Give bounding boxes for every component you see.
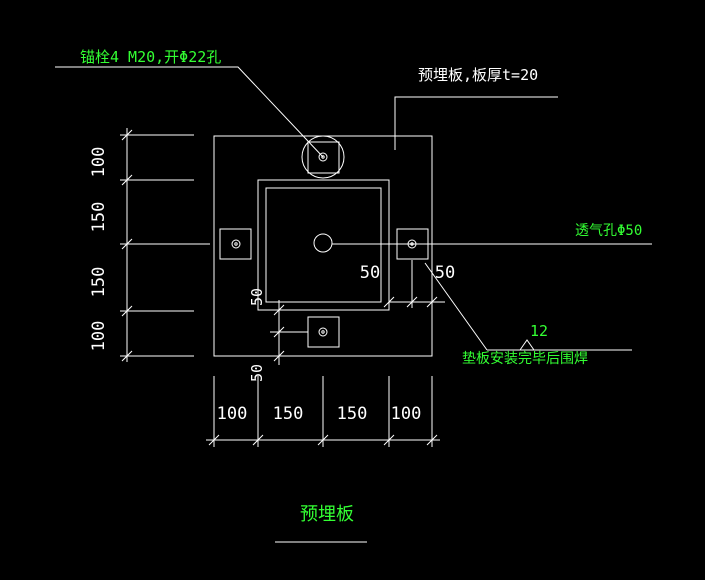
- anchor-bolt-leader: [55, 66, 324, 158]
- left-dim-3: 150: [89, 267, 109, 298]
- right-offset-a: 50: [360, 263, 380, 283]
- anchor-bolt-callout: 锚栓4 M20,开Φ22孔: [80, 48, 221, 66]
- backing-plate-inner: [265, 187, 382, 303]
- anchor-bolt-top: [301, 135, 345, 179]
- bottom-offset-dimension: [270, 300, 308, 365]
- weld-size-label: 12: [530, 322, 548, 340]
- right-offset-b: 50: [435, 263, 455, 283]
- bottom-offset-a: 50: [248, 288, 266, 306]
- bottom-dim-4: 100: [391, 404, 422, 424]
- drawing-title: 预埋板: [300, 504, 354, 525]
- embedded-plate-outline: [213, 135, 433, 357]
- anchor-bolt-right: [396, 228, 429, 260]
- bottom-dim-3: 150: [337, 404, 368, 424]
- bottom-dimension-chain: [206, 376, 440, 447]
- left-dim-2: 150: [89, 202, 109, 233]
- anchor-bolt-left: [219, 228, 252, 260]
- weld-leader: [424, 262, 488, 351]
- backing-plate-outer: [257, 179, 390, 311]
- right-offset-dimension: [383, 260, 445, 308]
- anchor-bolt-bottom: [307, 316, 340, 348]
- bottom-dim-1: 100: [217, 404, 248, 424]
- left-dim-4: 100: [89, 321, 109, 352]
- plate-thickness-callout: 预埋板,板厚t=20: [418, 66, 538, 84]
- vent-hole-callout: 透气孔Φ50: [575, 223, 642, 239]
- weld-note-callout: 垫板安装完毕后围焊: [462, 351, 588, 367]
- weld-symbol: [519, 339, 535, 351]
- bottom-offset-b: 50: [248, 364, 266, 382]
- left-dimension-chain: [120, 128, 210, 362]
- left-dim-1: 100: [89, 147, 109, 178]
- plate-thickness-leader: [394, 96, 558, 150]
- bottom-dim-2: 150: [273, 404, 304, 424]
- vent-hole: [313, 233, 333, 253]
